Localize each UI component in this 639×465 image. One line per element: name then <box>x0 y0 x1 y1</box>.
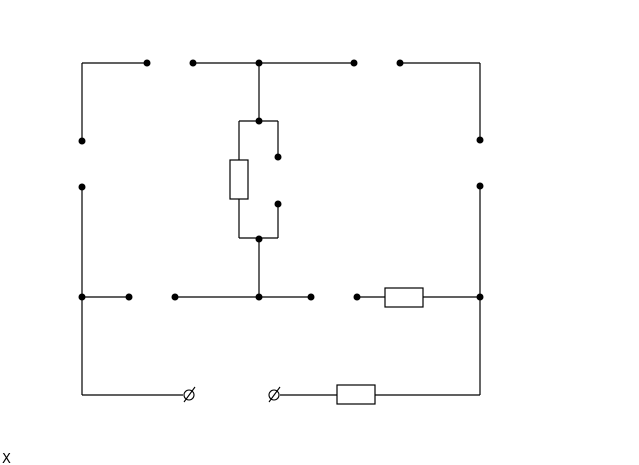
node-middle-center <box>255 293 263 301</box>
node-middle-right <box>476 293 484 301</box>
node-top-switch-a <box>143 59 151 67</box>
node-inner-switch-b <box>274 200 282 208</box>
middle-resistor <box>384 287 424 308</box>
node-middle-left <box>78 293 86 301</box>
left-terminal <box>183 386 196 403</box>
node-middle-switch-b <box>171 293 179 301</box>
node-middle-switch-d <box>353 293 361 301</box>
node-right-switch-b <box>476 182 484 190</box>
node-inner-switch-a <box>274 153 282 161</box>
node-top-switch-d <box>396 59 404 67</box>
bottom-resistor <box>336 384 376 405</box>
node-middle-switch-a <box>125 293 133 301</box>
nodes <box>78 59 484 301</box>
inner-resistor <box>229 159 249 200</box>
node-middle-switch-c <box>307 293 315 301</box>
node-top-center <box>255 59 263 67</box>
right-terminal <box>268 386 281 403</box>
node-left-switch-b <box>78 183 86 191</box>
node-top-switch-b <box>189 59 197 67</box>
node-top-switch-c <box>350 59 358 67</box>
node-inner-top <box>255 117 263 125</box>
axis-label-x: X <box>2 452 11 465</box>
node-left-switch-a <box>78 137 86 145</box>
node-right-switch-a <box>476 136 484 144</box>
node-inner-bottom <box>255 235 263 243</box>
